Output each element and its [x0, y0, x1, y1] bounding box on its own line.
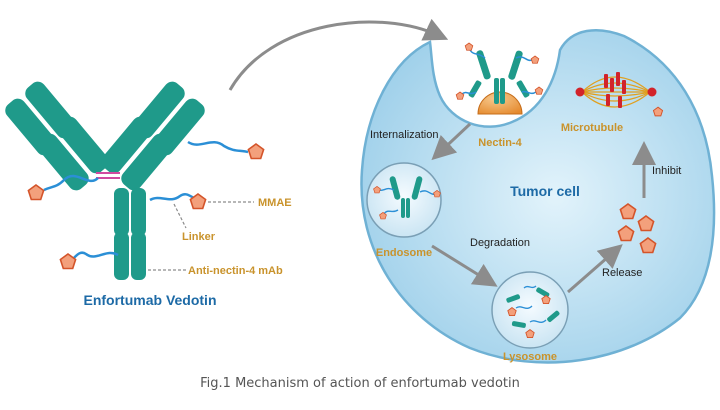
- endosome-label: Endosome: [376, 247, 432, 259]
- callout-lines: [148, 201, 254, 271]
- bound-adc: [468, 50, 530, 104]
- fc-region: [114, 188, 146, 280]
- drug-name-label: Enfortumab Vedotin: [84, 292, 217, 308]
- degradation-label: Degradation: [470, 237, 530, 249]
- mmae-payload: [59, 253, 77, 270]
- mmae-label: MMAE: [258, 197, 292, 209]
- heavy-chain-right: [121, 98, 205, 191]
- release-arrow: [567, 244, 623, 294]
- heavy-chain-right-outer: [101, 81, 185, 174]
- internalization-label: Internalization: [370, 129, 439, 141]
- linker-chains: [43, 140, 249, 261]
- mmae-payload: [247, 143, 265, 160]
- mmae-payload: [534, 86, 544, 95]
- heavy-chain-left-outer: [25, 81, 109, 174]
- antibody-drug-conjugate: MMAE Linker Anti-nectin-4 mAb Enfortumab…: [5, 81, 292, 308]
- lysosome-label: Lysosome: [503, 351, 557, 363]
- tumor-cell: Nectin-4 Internalization Endosome Tu: [360, 29, 716, 364]
- internalization-arrow: [431, 122, 472, 161]
- microtubule-label: Microtubule: [561, 122, 623, 134]
- mmae-payload: [530, 55, 540, 64]
- degradation-arrow: [431, 244, 498, 287]
- release-label: Release: [602, 267, 642, 279]
- bound-adc-linkers: [461, 49, 537, 95]
- hinge-disulfide: [96, 172, 120, 179]
- microtubule-spindle: [575, 72, 664, 117]
- cell-membrane: [360, 29, 716, 364]
- antibody-label: Anti-nectin-4 mAb: [188, 265, 283, 277]
- figure-caption: Fig.1 Mechanism of action of enfortumab …: [200, 376, 520, 391]
- lysosome: [491, 271, 569, 349]
- nectin4-label: Nectin-4: [478, 137, 522, 149]
- inhibit-label: Inhibit: [652, 165, 681, 177]
- binding-arrow: [228, 18, 449, 91]
- tumor-cell-label: Tumor cell: [510, 183, 580, 199]
- linker-label: Linker: [182, 231, 216, 243]
- mmae-payload: [27, 184, 45, 201]
- endosome: [366, 162, 442, 238]
- mmae-payload: [464, 42, 474, 51]
